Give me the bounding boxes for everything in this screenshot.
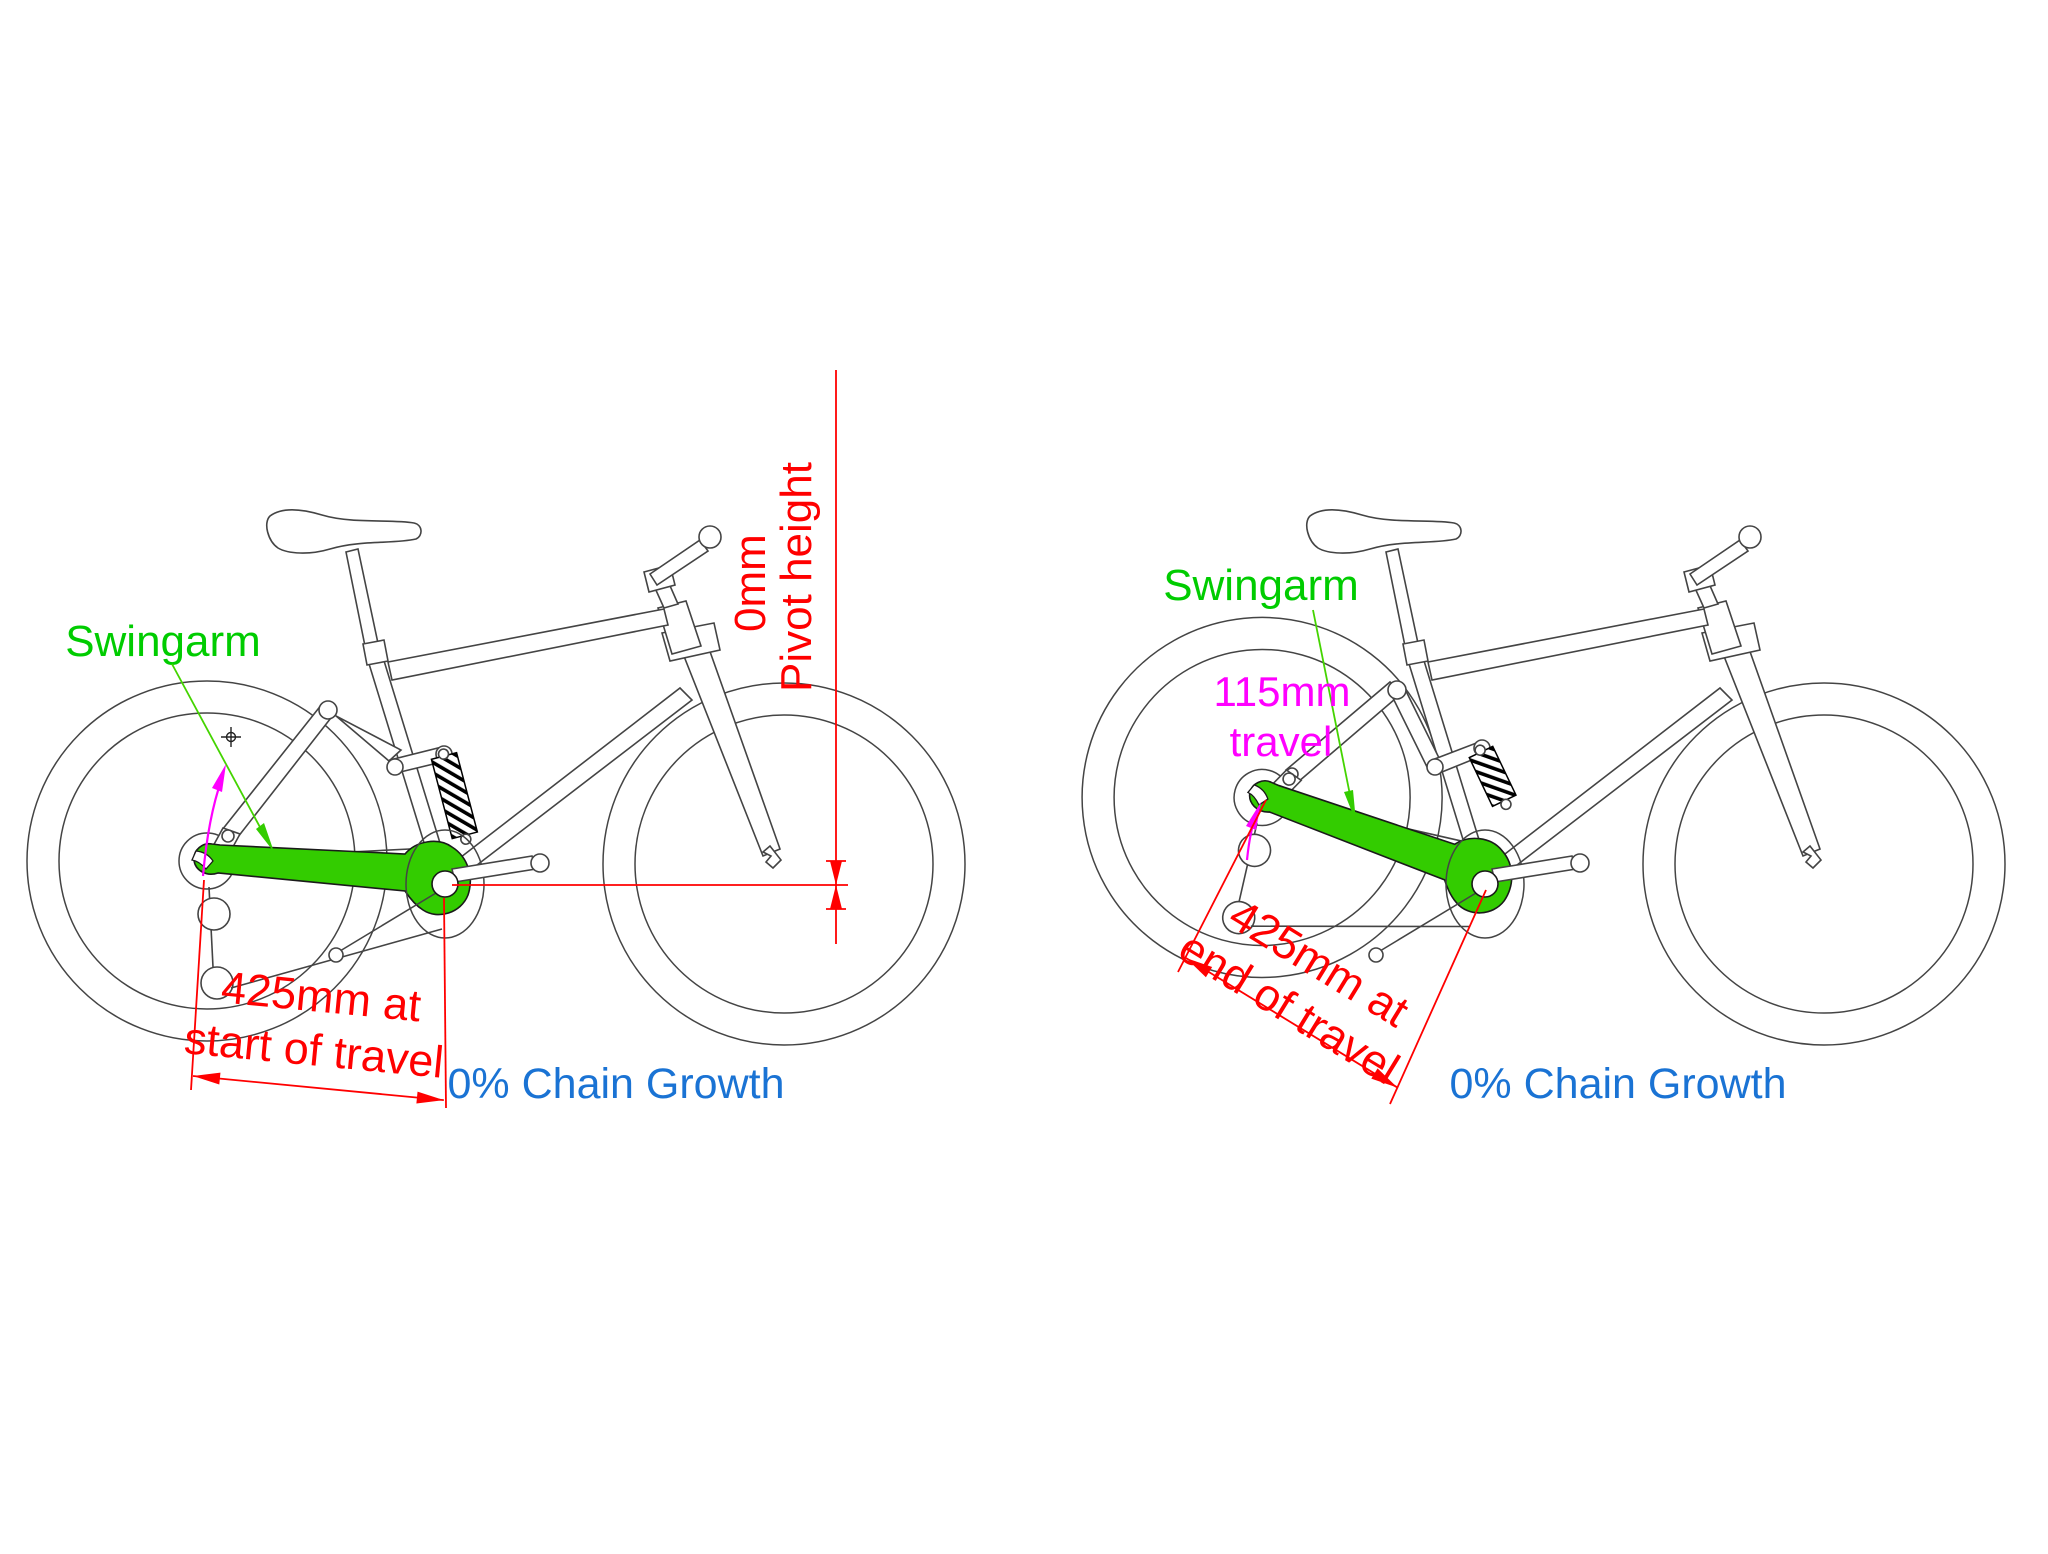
dim-extension-bb [443,897,447,1109]
swingarm-leader-line [1312,609,1354,811]
bike-start-of-travel: Swingarm 0mm Pivot height [26,370,966,1109]
travel-arrow-head-icon [212,764,226,792]
travel-arrow-head-icon [1246,802,1261,830]
suspension-linkage-compressed [1284,680,1517,811]
rocker-pivot-top [318,700,338,720]
shock-eye-bottom [1500,798,1512,811]
dim-extension-bb [1389,889,1487,1105]
swingarm-leader-arrow-icon [256,823,274,852]
shock [430,748,479,845]
rocker-pivot-frame [386,758,404,776]
seat-stay [220,702,336,844]
shock-eye-top [1474,744,1486,756]
dim-extension-rear [1177,799,1267,973]
shock-spring [430,751,479,840]
travel-value-label: 115mm [1214,668,1351,715]
dim-line [1185,957,1398,1089]
pivot-dim-arrow-down-icon [830,861,842,885]
dim-arrow-right-icon [1371,1068,1398,1088]
bike-end-of-travel: Swingarm 115mm travel 425mm at end of tr… [1039,509,2006,1108]
shock-eye-top [437,748,450,760]
shock-compressed [1468,744,1517,811]
swingarm-label: Swingarm [65,617,261,666]
dim-arrow-right-icon [416,1091,444,1104]
dim-arrow-left-icon [1186,958,1213,978]
chain-growth-label: 0% Chain Growth [1450,1060,1787,1108]
pivot-dim-arrow-up-icon [830,885,842,909]
rocker-pivot-top [1387,680,1407,700]
dim-extension-rear [190,879,205,1091]
swingarm-label: Swingarm [1163,561,1359,610]
end-of-travel-crosshair-icon [221,727,241,747]
shock-spring [1468,745,1517,808]
swingarm-leader-line [171,663,269,843]
pivot-height-label: 0mm Pivot height [726,462,821,692]
annotations-left: Swingarm 0mm Pivot height [65,370,848,1109]
swingarm-leader-arrow-icon [1344,790,1356,822]
dim-425-start: 425mm at start of travel [182,961,446,1104]
dim-line [192,1075,444,1102]
dim-arrow-left-icon [193,1072,221,1085]
rocker-pivot-frame [1426,758,1444,776]
travel-caption-label: travel [1230,718,1333,765]
chain-growth-label: 0% Chain Growth [448,1060,785,1108]
